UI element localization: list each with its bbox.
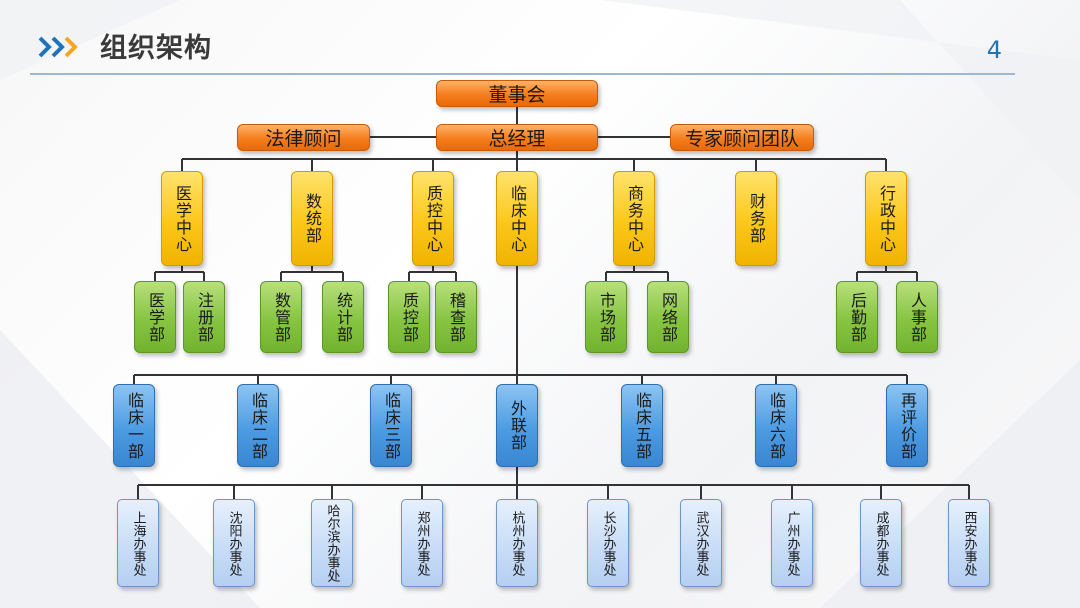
- center-box-1: 数统部: [291, 171, 333, 266]
- center-box-2: 质控中心: [412, 171, 454, 266]
- clinical-dept-box-5: 临床六部: [755, 384, 797, 467]
- legal-advisor-box: 法律顾问: [237, 124, 370, 151]
- dept-box-1-0: 数管部: [260, 281, 302, 353]
- dept-box-0-1: 注册部: [183, 281, 225, 353]
- office-box-8: 成都办事处: [860, 499, 902, 587]
- dept-box-4-0: 市场部: [585, 281, 627, 353]
- office-box-2: 哈尔滨办事处: [311, 499, 353, 587]
- office-box-1: 沈阳办事处: [213, 499, 255, 587]
- slide-header: 组织架构 4: [0, 0, 1080, 76]
- clinical-dept-box-6: 再评价部: [886, 384, 928, 467]
- header-divider: [30, 73, 1015, 75]
- board-box: 董事会: [436, 80, 598, 107]
- center-box-6: 行政中心: [865, 171, 907, 266]
- dept-box-4-1: 网络部: [647, 281, 689, 353]
- expert-team-box: 专家顾问团队: [670, 124, 814, 151]
- center-box-0: 医学中心: [161, 171, 203, 266]
- gm-box: 总经理: [436, 124, 598, 151]
- dept-box-1-1: 统计部: [322, 281, 364, 353]
- clinical-dept-box-2: 临床三部: [370, 384, 412, 467]
- page-number: 4: [986, 36, 1002, 64]
- dept-box-2-0: 质控部: [388, 281, 430, 353]
- dept-box-6-1: 人事部: [896, 281, 938, 353]
- center-box-4: 商务中心: [613, 171, 655, 266]
- dept-box-2-1: 稽查部: [435, 281, 477, 353]
- clinical-dept-box-3: 外联部: [496, 384, 538, 467]
- dept-box-0-0: 医学部: [134, 281, 176, 353]
- office-box-9: 西安办事处: [948, 499, 990, 587]
- office-box-6: 武汉办事处: [680, 499, 722, 587]
- office-box-0: 上海办事处: [117, 499, 159, 587]
- office-box-4: 杭州办事处: [496, 499, 538, 587]
- center-box-5: 财务部: [735, 171, 777, 266]
- office-box-3: 郑州办事处: [401, 499, 443, 587]
- clinical-dept-box-0: 临床一部: [113, 384, 155, 467]
- dept-box-6-0: 后勤部: [836, 281, 878, 353]
- center-box-3: 临床中心: [496, 171, 538, 266]
- page-title: 组织架构: [100, 33, 212, 64]
- chevrons-icon: [38, 36, 78, 58]
- clinical-dept-box-1: 临床二部: [237, 384, 279, 467]
- clinical-dept-box-4: 临床五部: [621, 384, 663, 467]
- office-box-5: 长沙办事处: [587, 499, 629, 587]
- office-box-7: 广州办事处: [771, 499, 813, 587]
